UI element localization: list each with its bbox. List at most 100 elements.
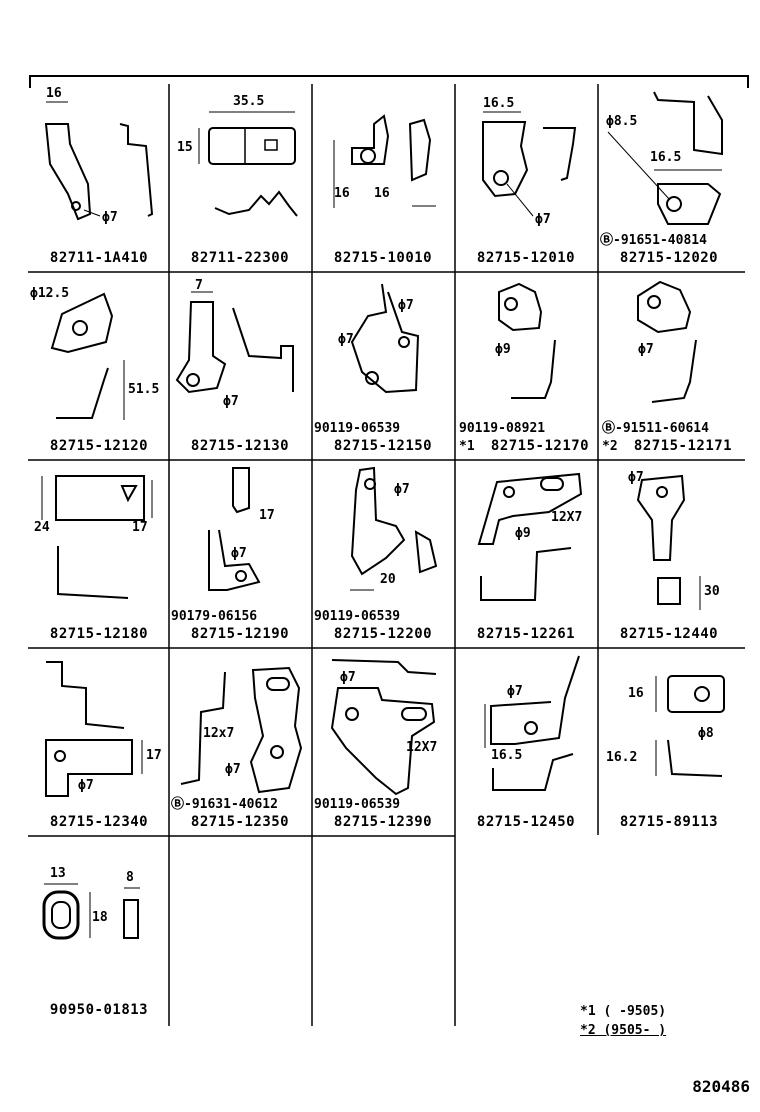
- part-number: 82715-12180: [49, 626, 149, 642]
- bolt-callout: Ⓑ-91651-40814: [600, 233, 707, 248]
- bracket-drawing: [636, 474, 701, 610]
- part-cell: 16.5 ϕ7 82715-12010: [455, 84, 597, 272]
- footnote-mark: *1: [459, 439, 475, 454]
- bolt-callout: 90119-06539: [314, 421, 401, 436]
- bolt-callout: Ⓑ-91631-40612: [171, 797, 278, 812]
- width-dimension-label: 35.5: [233, 94, 265, 109]
- grommet-drawing: [42, 883, 140, 940]
- part-number: 82715-12200: [333, 626, 433, 642]
- hole-diameter-label-2: ϕ7: [338, 332, 354, 347]
- part-number: 82715-89113: [619, 814, 719, 830]
- part-number: 82715-12350: [190, 814, 290, 830]
- hole-diameter-label: ϕ7: [78, 778, 94, 793]
- width-dimension-label: 20: [380, 572, 396, 587]
- bracket-drawing: [477, 472, 583, 601]
- footnotes: *1 ( -9505) *2 (9505- ): [580, 1004, 666, 1042]
- part-cell: ϕ8.5 16.5 Ⓑ-91651-40814 82715-12020: [598, 84, 740, 272]
- part-number: 82715-12261: [476, 626, 576, 642]
- part-cell: ϕ7 Ⓑ-91511-60614 *2 82715-12171: [598, 272, 740, 460]
- bracket-drawing: [44, 101, 154, 221]
- width-dimension-label: 16.5: [483, 96, 515, 111]
- bracket-drawing: [175, 291, 294, 394]
- hole-diameter-label: ϕ7: [638, 342, 654, 357]
- height-dimension-label: 16: [628, 686, 644, 701]
- part-number: 82711-22300: [190, 250, 290, 266]
- part-cell: 7 ϕ7 82715-12130: [169, 272, 311, 460]
- width-dimension-label: 7: [195, 278, 203, 293]
- height-dimension-label: 24: [34, 520, 50, 535]
- part-number: 82711-1A410: [49, 250, 149, 266]
- hole-diameter-label: ϕ9: [495, 342, 511, 357]
- part-cell: 16 ϕ8 16.2 82715-89113: [598, 648, 740, 836]
- height-dimension-label: 16: [334, 186, 350, 201]
- bracket-drawing: [208, 467, 261, 591]
- part-cell: ϕ12.5 51.5 82715-12120: [28, 272, 170, 460]
- part-number: 82715-12390: [333, 814, 433, 830]
- bracket-drawing: [607, 91, 723, 225]
- part-number: 82715-12020: [619, 250, 719, 266]
- part-number: 82715-10010: [333, 250, 433, 266]
- part-number: 82715-12120: [49, 438, 149, 454]
- part-cell: 16 ϕ7 82711-1A410: [28, 84, 170, 272]
- hole-diameter-label: ϕ7: [398, 298, 414, 313]
- hole-diameter-label: ϕ7: [394, 482, 410, 497]
- part-number: 82715-12170: [490, 438, 590, 454]
- hole-diameter-label: ϕ7: [340, 670, 356, 685]
- part-number: 82715-12010: [476, 250, 576, 266]
- bracket-drawing: [350, 283, 420, 394]
- bracket-drawing: [484, 655, 580, 791]
- part-cell: ϕ7 16.5 82715-12450: [455, 648, 597, 836]
- hole-diameter-label: ϕ7: [225, 762, 241, 777]
- hole-diameter-label: ϕ8: [698, 726, 714, 741]
- width-dimension-label: 13: [50, 866, 66, 881]
- bracket-drawing: [333, 114, 436, 208]
- hole-diameter-label: ϕ7: [628, 470, 644, 485]
- hole-diameter-label: ϕ9: [515, 526, 531, 541]
- bracket-drawing: [655, 675, 725, 777]
- bracket-drawing: [198, 111, 298, 217]
- height-dimension-label: 16.5: [491, 748, 523, 763]
- width-dimension-label-2: 8: [126, 870, 134, 885]
- part-cell: 12X7 ϕ9 82715-12261: [455, 460, 597, 648]
- part-cell: ϕ7 12X7 90119-06539 82715-12390: [312, 648, 454, 836]
- slot-dimension-label: 12X7: [406, 740, 438, 755]
- hole-diameter-label: ϕ7: [102, 210, 118, 225]
- bolt-callout: Ⓑ-91511-60614: [602, 421, 709, 436]
- footnote-1: *1 ( -9505): [580, 1004, 667, 1019]
- bracket-drawing: [330, 659, 437, 796]
- height-dimension-label: 15: [177, 140, 193, 155]
- bolt-callout: 90179-06156: [171, 609, 258, 624]
- part-cell: 13 8 18 90950-01813: [28, 836, 170, 1024]
- footnote-2: *2 (9505- ): [580, 1023, 667, 1038]
- bolt-callout: 90119-06539: [314, 797, 401, 812]
- part-cell: ϕ7 30 82715-12440: [598, 460, 740, 648]
- length-dimension-label: 51.5: [128, 382, 160, 397]
- bracket-drawing: [482, 111, 577, 217]
- footnote-mark: *2: [602, 439, 618, 454]
- part-cell: 16 16 82715-10010: [312, 84, 454, 272]
- hole-diameter-label: ϕ7: [535, 212, 551, 227]
- bolt-callout: 90119-06539: [314, 609, 401, 624]
- dimension-label: 16: [46, 86, 62, 101]
- bracket-drawing: [637, 280, 697, 403]
- part-cell: 35.5 15 82711-22300: [169, 84, 311, 272]
- part-number: 82715-12130: [190, 438, 290, 454]
- part-cell: ϕ7 ϕ7 90119-06539 82715-12150: [312, 272, 454, 460]
- part-number: 82715-12171: [633, 438, 733, 454]
- page-code: 820486: [692, 1077, 750, 1096]
- hole-diameter-label: ϕ12.5: [30, 286, 70, 301]
- width-dimension-label: 16: [374, 186, 390, 201]
- width-dimension-label: 17: [259, 508, 275, 523]
- height-dimension-label-2: 16.2: [606, 750, 638, 765]
- bracket-drawing: [50, 292, 125, 420]
- part-number: 82715-12450: [476, 814, 576, 830]
- hole-diameter-label: ϕ8.5: [606, 114, 638, 129]
- part-cell: 17 ϕ7 90179-06156 82715-12190: [169, 460, 311, 648]
- bracket-drawing: [45, 661, 143, 797]
- part-cell: 17 ϕ7 82715-12340: [28, 648, 170, 836]
- part-number: 82715-12340: [49, 814, 149, 830]
- slot-dimension-label: 12X7: [551, 510, 583, 525]
- bracket-drawing: [350, 466, 438, 591]
